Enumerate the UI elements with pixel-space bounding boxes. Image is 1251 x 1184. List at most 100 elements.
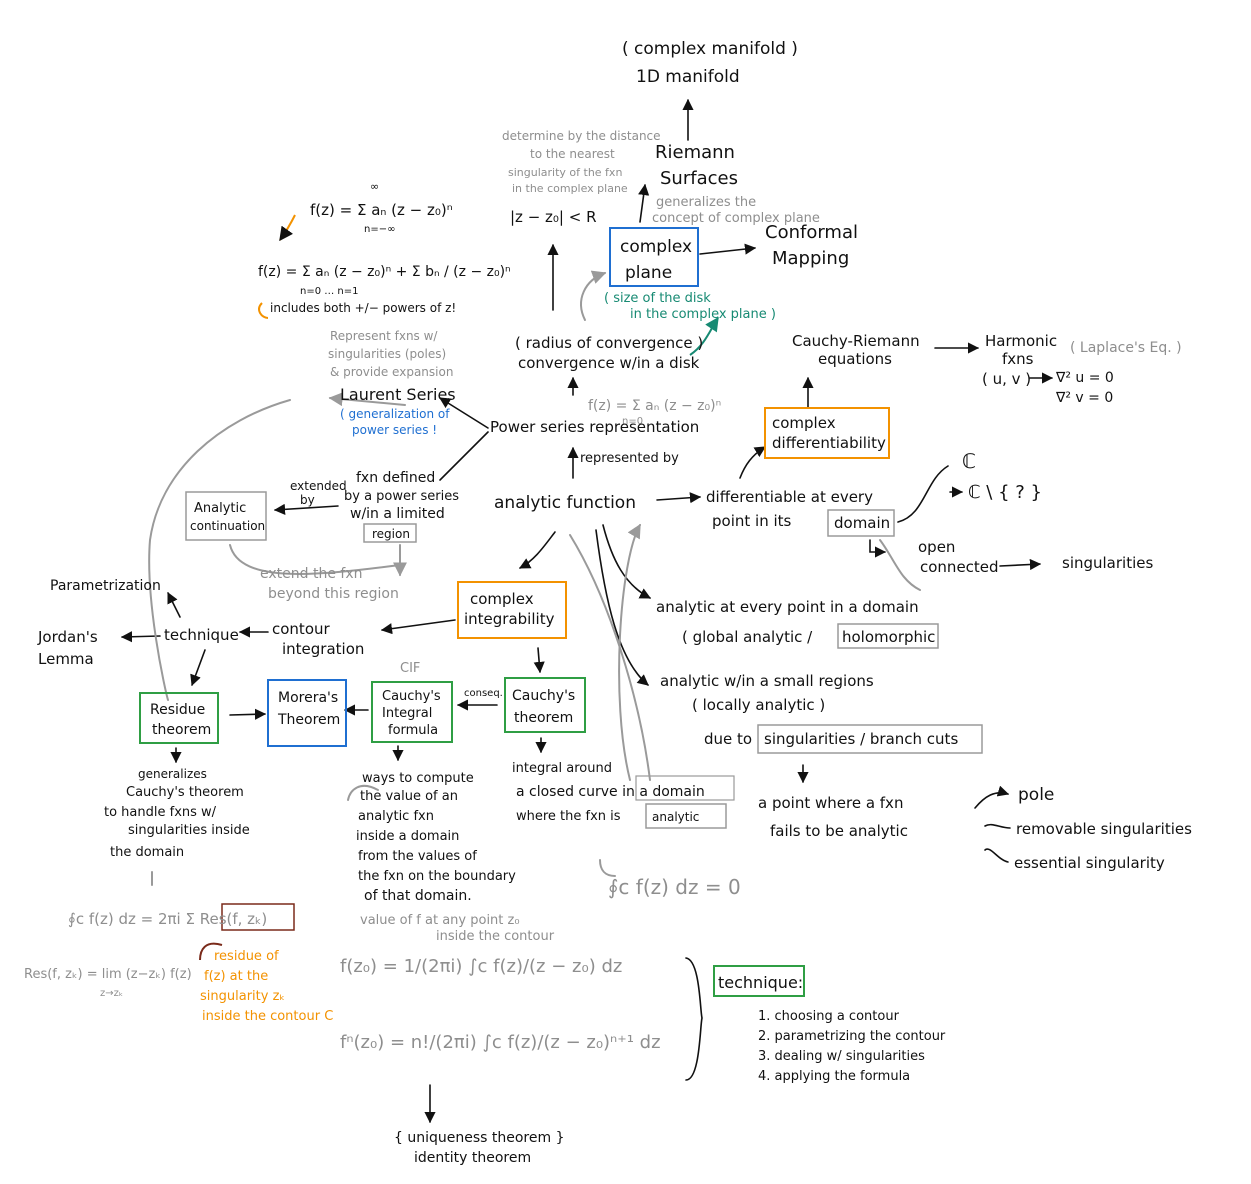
cauchy-thm-label-1: Cauchy's	[512, 688, 575, 704]
tech-2: 2. parametrizing the contour	[758, 1029, 946, 1044]
power-formula-sub: n=0	[622, 416, 643, 427]
laurent-note-3: & provide expansion	[330, 365, 453, 379]
integral-1: integral around	[512, 761, 612, 776]
analytic-small: analytic w/in a small regions	[660, 672, 874, 690]
value-note-2: inside the contour	[436, 929, 555, 944]
global-analytic: ( global analytic /	[682, 628, 813, 646]
due-to-label: due to	[704, 730, 752, 748]
analytic-small-box	[645, 803, 727, 829]
ways-7: of that domain.	[364, 888, 472, 904]
essential-label: essential singularity	[1014, 854, 1165, 872]
laurent-gen-2: power series !	[352, 423, 437, 437]
laplace-label: ( Laplace's Eq. )	[1070, 340, 1182, 356]
laurent-gen-1: ( generalization of	[340, 407, 450, 421]
complex-plane-label-1: complex	[620, 237, 692, 257]
technique-box	[713, 965, 805, 997]
point-fail-1: a point where a fxn	[758, 794, 903, 812]
laplace-v: ∇² v = 0	[1055, 390, 1113, 406]
ways-5: from the values of	[358, 849, 477, 864]
riemann-note-1: generalizes the	[656, 195, 756, 210]
sing-branch-label: singularities / branch cuts	[764, 730, 958, 748]
fxn-defined-4: region	[372, 527, 410, 541]
cauchy-riemann-1: Cauchy-Riemann	[792, 332, 920, 350]
extend-note-1: extend the fxn	[260, 566, 362, 582]
fxn-defined-1: fxn defined	[356, 470, 435, 486]
ways-1: ways to compute	[362, 771, 474, 786]
cauchy-int-label-1: Cauchy's	[382, 689, 441, 704]
residue-label-1: Residue	[150, 702, 205, 718]
holomorphic-box	[837, 623, 939, 649]
residue-label-2: theorem	[152, 722, 211, 738]
residue-of-1: residue of	[214, 949, 279, 964]
laurent-note-1: Represent fxns w/	[330, 329, 438, 343]
tech-4: 4. applying the formula	[758, 1069, 910, 1084]
domain-label: domain	[834, 514, 890, 532]
value-note-1: value of f at any point z₀	[360, 913, 520, 928]
analytic-cont-2: continuation	[190, 519, 265, 533]
residue-of-4: inside the contour C	[202, 1009, 333, 1024]
series-2-sub: n=0 … n=1	[300, 286, 359, 297]
complex-manifold-label: ( complex manifold )	[622, 39, 798, 59]
fxn-defined-2: by a power series	[344, 489, 459, 504]
singularities-box	[757, 724, 983, 754]
fxn-defined-3: w/in a limited	[350, 506, 445, 522]
pole-label: pole	[1018, 785, 1054, 805]
complex-plane-label-2: plane	[625, 263, 672, 283]
residue-note-3: to handle fxns w/	[104, 805, 217, 820]
extended-by-2: by	[300, 493, 315, 507]
tech-3: 3. dealing w/ singularities	[758, 1049, 925, 1064]
radius-label-1: ( radius of convergence )	[515, 334, 703, 352]
set-c-minus: ℂ \ { ? }	[968, 482, 1042, 503]
holomorphic-label: holomorphic	[842, 628, 935, 646]
riemann-note-2: concept of complex plane	[652, 211, 820, 226]
res-definition-sub: z→zₖ	[100, 988, 123, 999]
region-box	[363, 523, 417, 543]
conformal-label: Conformal	[765, 222, 858, 243]
harmonic-2: fxns	[1002, 350, 1034, 368]
residue-note-4: singularities inside	[128, 823, 250, 838]
cif-formula: f(z₀) = 1/(2πi) ∫c f(z)/(z − z₀) dz	[340, 956, 622, 977]
ways-6: the fxn on the boundary	[358, 869, 516, 884]
residue-note-1: generalizes	[138, 767, 207, 781]
extended-by-1: extended	[290, 479, 347, 493]
uniqueness-2: identity theorem	[414, 1150, 531, 1166]
integral-2: a closed curve in a domain	[516, 784, 705, 800]
connected-label: connected	[920, 558, 999, 576]
cauchy-integral-box	[371, 681, 453, 743]
integral-3: where the fxn is	[516, 809, 621, 824]
cif-label: CIF	[400, 661, 420, 676]
technique-label: technique	[164, 626, 239, 644]
cauchy-equation: ∮c f(z) dz = 0	[608, 875, 741, 899]
technique-box-label: technique:	[718, 973, 803, 992]
laplace-u: ∇² u = 0	[1055, 370, 1114, 386]
morera-box	[267, 679, 347, 747]
analytic-continuation-box	[185, 491, 267, 541]
point-fail-2: fails to be analytic	[770, 822, 908, 840]
harmonic-3: ( u, v )	[982, 370, 1031, 388]
disk-note-2: in the complex plane )	[630, 307, 776, 322]
domain-curve-box	[635, 775, 735, 801]
jordan-1: Jordan's	[37, 628, 98, 646]
analytic-cont-1: Analytic	[194, 501, 246, 516]
complex-int-1: complex	[470, 590, 534, 608]
cauchy-riemann-2: equations	[818, 350, 892, 368]
ways-4: inside a domain	[356, 829, 459, 844]
complex-diff-2: differentiability	[772, 434, 886, 452]
cauchy-int-label-2: Integral	[382, 706, 432, 721]
analytic-box-label: analytic	[652, 810, 699, 824]
radius-label-2: convergence w/in a disk	[518, 354, 700, 372]
ways-2: the value of an	[360, 789, 458, 804]
complex-integrability-box	[457, 581, 567, 639]
complex-differentiability-box	[764, 407, 890, 459]
singularities-top: singularities	[1062, 554, 1153, 572]
ways-3: analytic fxn	[358, 809, 434, 824]
uniqueness-1: { uniqueness theorem }	[394, 1130, 565, 1146]
cif-n-formula: fⁿ(z₀) = n!/(2πi) ∫c f(z)/(z − z₀)ⁿ⁺¹ dz	[340, 1032, 661, 1053]
det-note-3: singularity of the fxn	[508, 166, 622, 179]
parametrization-label: Parametrization	[50, 578, 161, 594]
locally-analytic: ( locally analytic )	[692, 696, 825, 714]
contour-2: integration	[282, 640, 364, 658]
one-d-manifold-label: 1D manifold	[636, 67, 740, 87]
tech-1: 1. choosing a contour	[758, 1009, 900, 1024]
